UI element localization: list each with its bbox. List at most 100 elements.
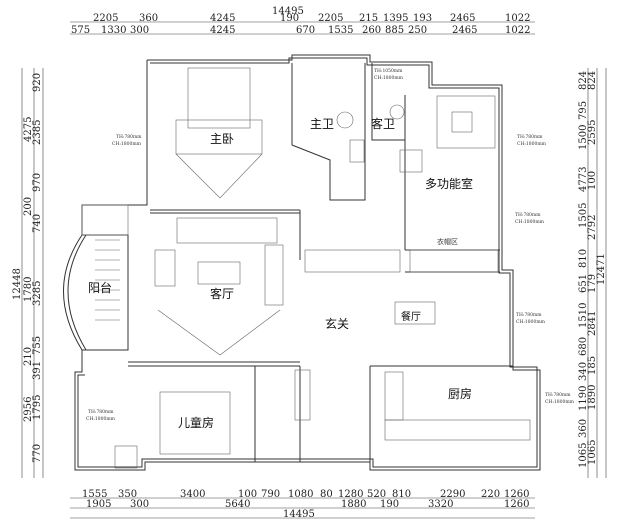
kitchen-counter: [384, 419, 531, 441]
dim-bottom-total: 14495: [283, 509, 315, 520]
dim-label: 200: [23, 197, 34, 216]
dim-label: 250: [408, 25, 427, 36]
window-notes: TH:780mm CH:1800mm TH:1050mm CH:1800mm T…: [86, 68, 575, 422]
dim-label: 670: [296, 25, 315, 36]
label-foyer: 玄关: [325, 316, 349, 331]
note-ch: CH:1800mm: [374, 75, 404, 81]
dim-label: 80: [320, 489, 333, 500]
label-guest-bath: 客卫: [371, 116, 395, 131]
dim-label: 824: [587, 71, 598, 90]
table: [451, 111, 473, 133]
dim-label: 1905: [86, 499, 111, 510]
furniture: [81, 67, 531, 469]
note-ch: CH:1800mm: [112, 141, 142, 147]
dim-label: 810: [578, 249, 589, 268]
kids-cabinet: [114, 445, 138, 469]
walls: [74, 54, 541, 471]
dim-label: 520: [367, 489, 386, 500]
dim-label: 920: [32, 73, 43, 92]
dim-label: 1260: [504, 499, 529, 510]
note-th: TH:1050mm: [374, 68, 403, 74]
dim-label: 100: [238, 489, 257, 500]
dim-label: 1500: [578, 125, 589, 150]
tv-sightline: [175, 153, 263, 199]
label-multi-room: 多功能室: [425, 176, 473, 191]
dim-label: 1535: [328, 25, 353, 36]
toilet: [336, 111, 354, 129]
dim-label: 790: [261, 489, 280, 500]
note-ch: CH:1800mm: [517, 141, 547, 147]
dim-label: 2205: [93, 13, 118, 24]
dim-label: 885: [385, 25, 404, 36]
dim-label: 970: [32, 173, 43, 192]
label-balcony: 阳台: [88, 280, 112, 295]
balcony-curve-inner: [67, 234, 87, 351]
room-labels: 主卧 主卫 客卫 多功能室 衣帽区 客厅 阳台 玄关 餐厅 儿童房 厨房: [88, 116, 473, 430]
dim-label: 5640: [225, 499, 250, 510]
dim-label: 2595: [587, 120, 598, 145]
note-th: TH:780mm: [545, 392, 571, 398]
note-ch: CH:1800mm: [515, 219, 545, 225]
dim-label: 2205: [318, 13, 343, 24]
note-th: TH:780mm: [116, 134, 142, 140]
master-bed: [187, 67, 251, 129]
wardrobe: [409, 249, 499, 273]
dim-label: 300: [130, 25, 149, 36]
dim-label: 1065: [587, 440, 598, 465]
sofa: [176, 217, 278, 244]
dim-label: 1330: [101, 25, 126, 36]
dim-label: 2841: [587, 311, 598, 336]
dim-label: 350: [118, 489, 137, 500]
dim-label: 3320: [428, 499, 453, 510]
note-th: TH:780mm: [517, 134, 543, 140]
dim-label: 680: [578, 337, 589, 356]
dim-top-total: 14495: [272, 6, 304, 17]
label-living-room: 客厅: [210, 286, 234, 301]
dim-right-total: 12471: [596, 253, 607, 285]
dim-label: 1780: [23, 277, 34, 302]
note-ch: CH:1800mm: [86, 416, 116, 422]
dim-label: 1190: [578, 386, 589, 411]
living-tv-sightline: [157, 309, 281, 356]
dim-label: 340: [578, 362, 589, 381]
dim-label: 1795: [32, 395, 43, 420]
dim-label: 4773: [578, 167, 589, 192]
bottom-dimensions: 1555 350 3400 100 790 1080 80 1280 520 8…: [82, 489, 529, 520]
master-rug: [175, 119, 263, 155]
dim-label: 1555: [82, 489, 107, 500]
dim-label: 360: [578, 419, 589, 438]
dim-label: 260: [362, 25, 381, 36]
dim-label: 4245: [210, 13, 235, 24]
dim-label: 3400: [180, 489, 205, 500]
dim-label: 190: [280, 13, 299, 24]
dim-label: 4275: [23, 117, 34, 142]
dimension-lines: [21, 21, 607, 519]
dim-label: 651: [578, 274, 589, 293]
kids-bed: [159, 391, 231, 455]
dim-label: 755: [32, 336, 43, 355]
dim-label: 193: [413, 13, 432, 24]
toilet: [389, 104, 405, 120]
right-dimensions: 824 795 1500 4773 1505 810 651 1510 680 …: [578, 71, 607, 468]
dim-label: 1065: [578, 443, 589, 468]
left-dimensions: 12448 4275 200 1780 210 2956 920 2385 97…: [12, 73, 43, 463]
dim-label: 1280: [338, 489, 363, 500]
dim-label: 210: [23, 347, 34, 366]
dim-label: 179: [587, 274, 598, 293]
basin: [349, 139, 365, 163]
balcony-curve: [63, 234, 83, 351]
dim-label: 824: [578, 71, 589, 90]
label-cloakroom: 衣帽区: [437, 237, 458, 246]
foyer-cabinet: [304, 249, 401, 273]
drying-rack: [95, 239, 120, 321]
note-ch: CH:1800mm: [516, 319, 546, 325]
dim-label: 2956: [23, 397, 34, 422]
dim-label: 1022: [505, 13, 530, 24]
armchair: [264, 244, 284, 306]
dim-label: 770: [32, 444, 43, 463]
fridge: [384, 371, 404, 421]
dim-label: 1510: [578, 303, 589, 328]
dim-label: 190: [380, 499, 399, 510]
dim-label: 100: [587, 171, 598, 190]
dim-label: 1505: [578, 203, 589, 228]
